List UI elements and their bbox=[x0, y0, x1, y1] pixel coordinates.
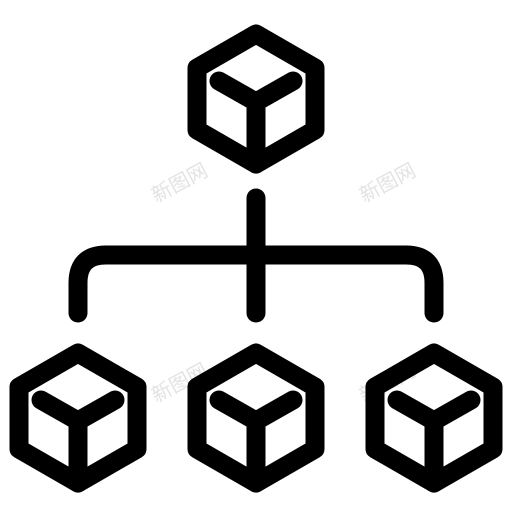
watermark-text: 新图网 bbox=[355, 158, 419, 207]
bottom-right-cube-icon bbox=[365, 343, 503, 493]
bottom-center-cube-icon bbox=[187, 343, 325, 493]
icon-lines bbox=[9, 24, 503, 493]
hierarchy-connector bbox=[68, 188, 444, 323]
bottom-left-cube-icon bbox=[9, 343, 147, 493]
top-cube-icon bbox=[187, 24, 325, 174]
watermark-text: 新图网 bbox=[147, 158, 211, 207]
